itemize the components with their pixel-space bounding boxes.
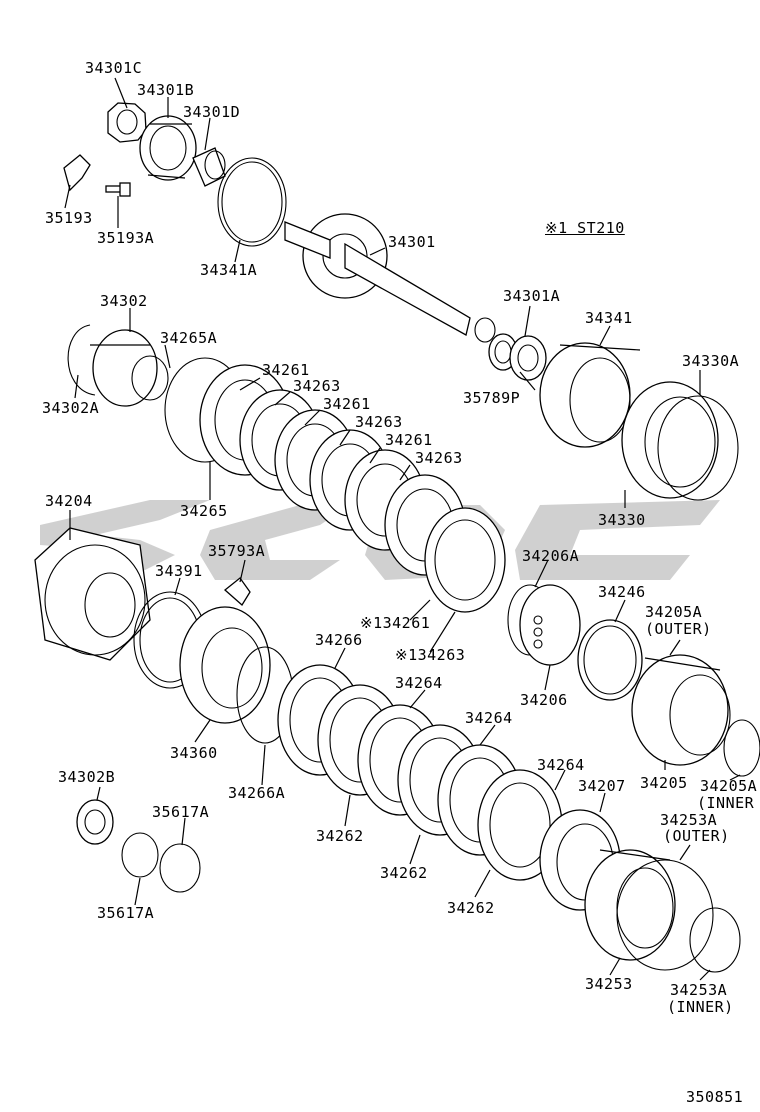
label-34207: 34207 <box>578 777 626 795</box>
part-34253A-inner <box>689 907 741 973</box>
label-inner-2: (INNER) <box>667 998 734 1016</box>
label-34205A: 34205A <box>645 603 703 621</box>
label-34263-c: 34263 <box>415 449 463 467</box>
label-34265: 34265 <box>180 502 228 520</box>
part-35193 <box>63 154 91 192</box>
label-35617A: 35617A <box>97 904 155 922</box>
label-34264-c: 34264 <box>537 756 585 774</box>
part-34302A <box>67 324 96 396</box>
clutch-pack-upper <box>164 357 506 613</box>
part-34301D <box>192 147 226 187</box>
label-34205: 34205 <box>640 774 688 792</box>
label-34263-a: 34263 <box>293 377 341 395</box>
part-34302 <box>90 329 169 407</box>
label-34266A: 34266A <box>228 784 286 802</box>
part-34341 <box>539 342 641 448</box>
label-134261: ※134261 <box>360 614 431 632</box>
label-34204: 34204 <box>45 492 93 510</box>
part-34205A-inner <box>723 719 760 777</box>
part-34360 <box>179 606 271 724</box>
label-34301C: 34301C <box>85 59 143 77</box>
label-34206: 34206 <box>520 691 568 709</box>
label-34262-c: 34262 <box>447 899 495 917</box>
label-35193A: 35193A <box>97 229 155 247</box>
label-34263-b: 34263 <box>355 413 403 431</box>
label-34261-a: 34261 <box>262 361 310 379</box>
clutch-pack-lower <box>277 664 563 881</box>
label-34330A: 34330A <box>682 352 740 370</box>
part-35793A <box>223 577 251 606</box>
label-34341: 34341 <box>585 309 633 327</box>
part-35617A-right <box>159 843 201 893</box>
label-35789P: 35789P <box>463 389 521 407</box>
note-header: ※1 ST210 <box>545 219 625 237</box>
label-34261-b: 34261 <box>323 395 371 413</box>
part-34301C <box>107 102 147 143</box>
label-34264-a: 34264 <box>395 674 443 692</box>
part-34301-shaft <box>284 213 496 343</box>
label-34266: 34266 <box>315 631 363 649</box>
part-34253 <box>584 849 676 961</box>
figure-id: 350851 <box>686 1088 744 1106</box>
label-34246: 34246 <box>598 583 646 601</box>
label-34360: 34360 <box>170 744 218 762</box>
label-134263: ※134263 <box>395 646 466 664</box>
label-34302A: 34302A <box>42 399 100 417</box>
label-34301A: 34301A <box>503 287 561 305</box>
label-34301B: 34301B <box>137 81 195 99</box>
part-34253A-outer <box>616 859 714 971</box>
label-34253A-inner: 34253A <box>670 981 728 999</box>
part-34330A <box>657 395 739 501</box>
label-35193: 35193 <box>45 209 93 227</box>
part-34246 <box>577 619 643 701</box>
label-34391: 34391 <box>155 562 203 580</box>
label-34264-b: 34264 <box>465 709 513 727</box>
label-34206A: 34206A <box>522 547 580 565</box>
label-34205A-inner: 34205A <box>700 777 758 795</box>
label-outer-1: (OUTER) <box>645 620 712 638</box>
label-34265A: 34265A <box>160 329 218 347</box>
part-34301B <box>139 115 197 181</box>
part-34206 <box>519 584 581 666</box>
label-34253A: 34253A <box>660 811 718 829</box>
label-34301: 34301 <box>388 233 436 251</box>
part-35617A-left <box>121 832 159 878</box>
part-34341A <box>217 157 287 247</box>
label-34301D: 34301D <box>183 103 241 121</box>
label-34261-c: 34261 <box>385 431 433 449</box>
label-34253: 34253 <box>585 975 633 993</box>
part-34330 <box>621 381 719 499</box>
label-34262-b: 34262 <box>380 864 428 882</box>
label-35793A: 35793A <box>208 542 266 560</box>
label-34262-a: 34262 <box>316 827 364 845</box>
leader-lines <box>64 77 741 981</box>
label-inner-1: (INNER <box>697 794 755 812</box>
label-34302: 34302 <box>100 292 148 310</box>
part-34301A <box>509 335 547 381</box>
label-34302B: 34302B <box>58 768 116 786</box>
label-outer-2: (OUTER) <box>663 827 730 845</box>
part-34205 <box>631 654 731 766</box>
label-34341A: 34341A <box>200 261 258 279</box>
part-34302B <box>76 799 114 845</box>
label-35617A-top: 35617A <box>152 803 210 821</box>
label-34330: 34330 <box>598 511 646 529</box>
part-35193A <box>105 182 131 197</box>
part-34204 <box>34 527 151 661</box>
